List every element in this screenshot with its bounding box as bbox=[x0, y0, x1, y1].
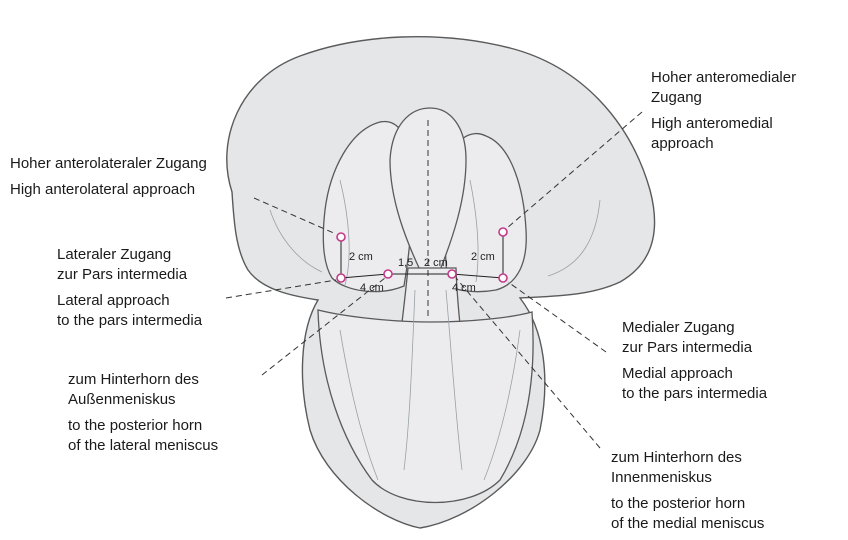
label-lateral-intermedia-en-1: Lateral approach bbox=[57, 291, 202, 311]
label-lateral-posterior-horn-en-2: of the lateral meniscus bbox=[68, 436, 218, 456]
label-lateral-intermedia-de-1: Lateraler Zugang bbox=[57, 245, 202, 265]
label-lateral-intermedia-de-2: zur Pars intermedia bbox=[57, 265, 202, 285]
label-high-anterolateral-de: Hoher anterolateraler Zugang bbox=[10, 154, 207, 174]
label-high-anterolateral: Hoher anterolateraler Zugang High antero… bbox=[10, 154, 207, 200]
measure-left-vertical: 2 cm bbox=[349, 251, 373, 263]
label-medial-intermedia: Medialer Zugang zur Pars intermedia Medi… bbox=[622, 318, 767, 404]
label-medial-intermedia-en-1: Medial approach bbox=[622, 364, 767, 384]
portal-marker-high-anterolateral bbox=[337, 233, 345, 241]
label-lateral-intermedia: Lateraler Zugang zur Pars intermedia Lat… bbox=[57, 245, 202, 331]
portal-marker-high-anteromedial bbox=[499, 228, 507, 236]
label-high-anterolateral-en: High anterolateral approach bbox=[10, 180, 207, 200]
label-medial-posterior-horn-de-2: Innenmeniskus bbox=[611, 468, 764, 488]
portal-marker-medial-intermedia bbox=[499, 274, 507, 282]
label-high-anteromedial-en-2: approach bbox=[651, 134, 796, 154]
portal-marker-lateral-intermedia bbox=[337, 274, 345, 282]
label-high-anteromedial-en-1: High anteromedial bbox=[651, 114, 796, 134]
label-lateral-posterior-horn-de-2: Außenmeniskus bbox=[68, 390, 218, 410]
label-medial-posterior-horn: zum Hinterhorn des Innenmeniskus to the … bbox=[611, 448, 764, 534]
label-lateral-posterior-horn-de-1: zum Hinterhorn des bbox=[68, 370, 218, 390]
label-lateral-intermedia-en-2: to the pars intermedia bbox=[57, 311, 202, 331]
portal-marker-medial-posterior-horn bbox=[448, 270, 456, 278]
label-high-anteromedial-de-1: Hoher anteromedialer bbox=[651, 68, 796, 88]
measure-center-left: 1,5 bbox=[398, 257, 413, 269]
label-medial-intermedia-de-2: zur Pars intermedia bbox=[622, 338, 767, 358]
label-lateral-posterior-horn: zum Hinterhorn des Außenmeniskus to the … bbox=[68, 370, 218, 456]
label-medial-posterior-horn-en-1: to the posterior horn bbox=[611, 494, 764, 514]
label-high-anteromedial-de-2: Zugang bbox=[651, 88, 796, 108]
label-medial-posterior-horn-en-2: of the medial meniscus bbox=[611, 514, 764, 534]
label-medial-posterior-horn-de-1: zum Hinterhorn des bbox=[611, 448, 764, 468]
label-high-anteromedial: Hoher anteromedialer Zugang High anterom… bbox=[651, 68, 796, 154]
portal-marker-lateral-posterior-horn bbox=[384, 270, 392, 278]
measure-center-right: 2 cm bbox=[424, 257, 448, 269]
measure-right-vertical: 2 cm bbox=[471, 251, 495, 263]
label-medial-intermedia-de-1: Medialer Zugang bbox=[622, 318, 767, 338]
label-medial-intermedia-en-2: to the pars intermedia bbox=[622, 384, 767, 404]
label-lateral-posterior-horn-en-1: to the posterior horn bbox=[68, 416, 218, 436]
